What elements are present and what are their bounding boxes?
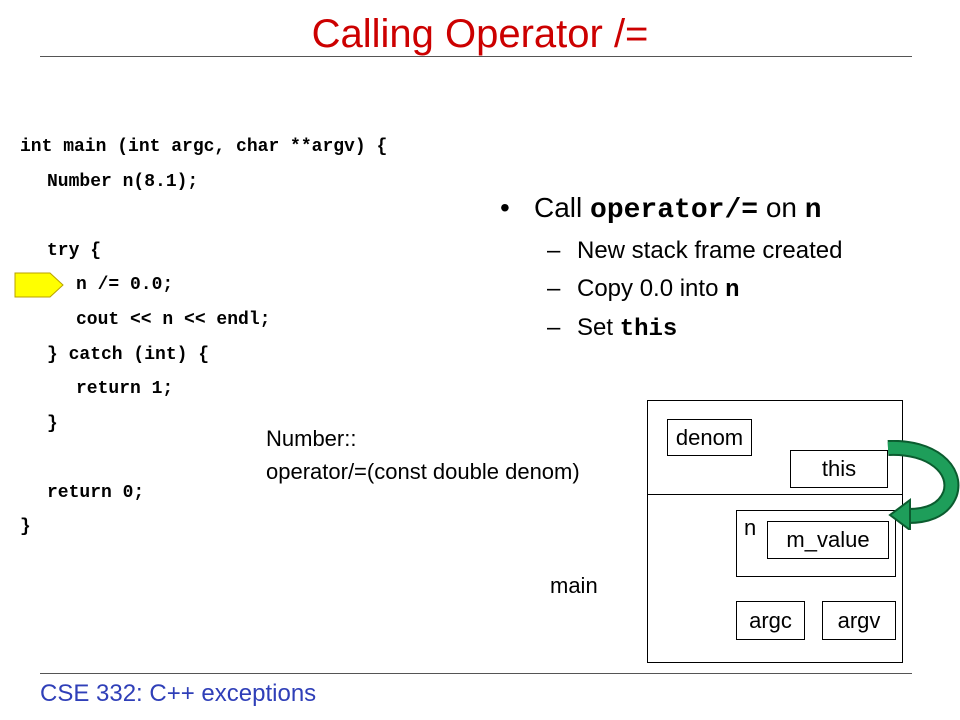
- footer-text: CSE 332: C++ exceptions: [40, 680, 317, 707]
- sub-bullet: –Copy 0.0 into n: [547, 274, 740, 306]
- sub-bullet-text: New stack frame created: [577, 237, 843, 264]
- code-line: } catch (int) {: [47, 345, 210, 365]
- bottom-divider: [40, 673, 912, 674]
- main-frame-label: main: [550, 573, 598, 598]
- code-line: int main (int argc, char **argv) {: [20, 137, 388, 157]
- bullet-marker: •: [500, 192, 510, 223]
- sub-bullet-marker: –: [547, 237, 561, 264]
- sub-bullet-text: Copy 0.0 into: [577, 275, 726, 302]
- this-box: this: [790, 450, 888, 488]
- bullet-text: on: [758, 192, 805, 223]
- argc-box: argc: [736, 601, 805, 640]
- code-line: return 0;: [47, 483, 145, 503]
- sub-bullet: –New stack frame created: [547, 236, 842, 266]
- code-line: }: [20, 517, 31, 537]
- n-object-box: [736, 510, 896, 577]
- top-divider: [40, 56, 912, 57]
- denom-box: denom: [667, 419, 752, 456]
- bullet-code: n: [804, 195, 822, 226]
- sub-bullet-marker: –: [547, 275, 561, 302]
- sub-bullet-code: this: [619, 316, 678, 343]
- n-label: n: [744, 515, 757, 540]
- code-line: try {: [47, 241, 102, 261]
- bullet-text: Call: [534, 192, 591, 223]
- stack-diagram: [647, 400, 903, 663]
- sub-bullet-marker: –: [547, 314, 561, 341]
- sub-bullet-code: n: [725, 277, 740, 304]
- slide-title: Calling Operator /=: [311, 12, 649, 56]
- sub-bullet-text: Set: [577, 314, 620, 341]
- code-line: }: [47, 414, 58, 434]
- main-bullet: • Call operator/= on n: [500, 190, 822, 229]
- this-pointer-arrow-icon: [887, 440, 960, 530]
- operator-label-line: Number::: [266, 426, 357, 451]
- current-line-arrow-icon: [14, 272, 64, 298]
- code-line: cout << n << endl;: [76, 310, 271, 330]
- code-line: Number n(8.1);: [47, 172, 199, 192]
- code-line: return 1;: [76, 379, 174, 399]
- code-line-current: n /= 0.0;: [76, 275, 174, 295]
- bullet-code: operator/=: [590, 195, 759, 226]
- m-value-box: m_value: [767, 521, 889, 559]
- argv-box: argv: [822, 601, 896, 640]
- sub-bullet: –Set this: [547, 313, 677, 345]
- frame-divider: [647, 494, 903, 495]
- operator-label-line: operator/=(const double denom): [266, 459, 580, 484]
